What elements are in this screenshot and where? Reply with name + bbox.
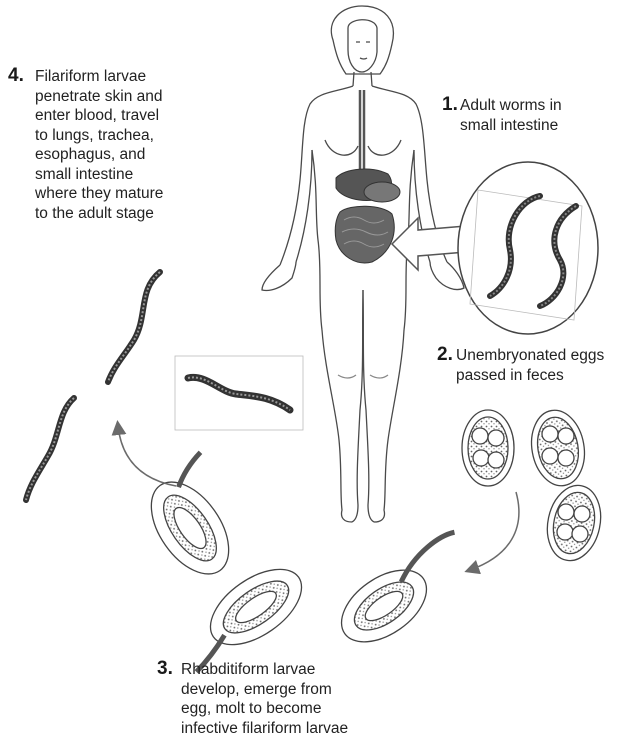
step-text: Rhabditiform larvae develop, emerge from… (181, 660, 348, 738)
step-4-label: 4. Filariform larvae penetrate skin and … (8, 67, 163, 223)
rhabditiform-larvae (133, 452, 482, 679)
step-3-label: 3. Rhabditiform larvae develop, emerge f… (157, 660, 348, 738)
larva-egg (329, 526, 482, 657)
step-number: 4. (8, 65, 24, 87)
arrow-larvae-to-filariform (118, 426, 176, 486)
step-1-label: 1. Adult worms in small intestine (442, 96, 562, 135)
arrow-eggs-to-larvae (470, 492, 519, 570)
digestive-organs (335, 90, 400, 263)
step-number: 2. (437, 344, 453, 366)
step-text: Filariform larvae penetrate skin and ent… (35, 67, 163, 223)
step-text: Adult worms in small intestine (460, 96, 562, 135)
egg (462, 410, 514, 486)
step-number: 3. (157, 658, 173, 680)
step-text: Unembryonated eggs passed in feces (456, 346, 604, 385)
step-2-label: 2. Unembryonated eggs passed in feces (437, 346, 604, 385)
intestine-arrow (392, 218, 466, 270)
egg (526, 406, 590, 490)
unembryonated-eggs (462, 406, 607, 566)
filariform-larvae (26, 272, 303, 500)
step-number: 1. (442, 94, 458, 116)
human-figure (262, 6, 464, 522)
adult-worms-inset (458, 162, 598, 334)
egg (541, 480, 608, 565)
larva-egg (133, 452, 262, 588)
